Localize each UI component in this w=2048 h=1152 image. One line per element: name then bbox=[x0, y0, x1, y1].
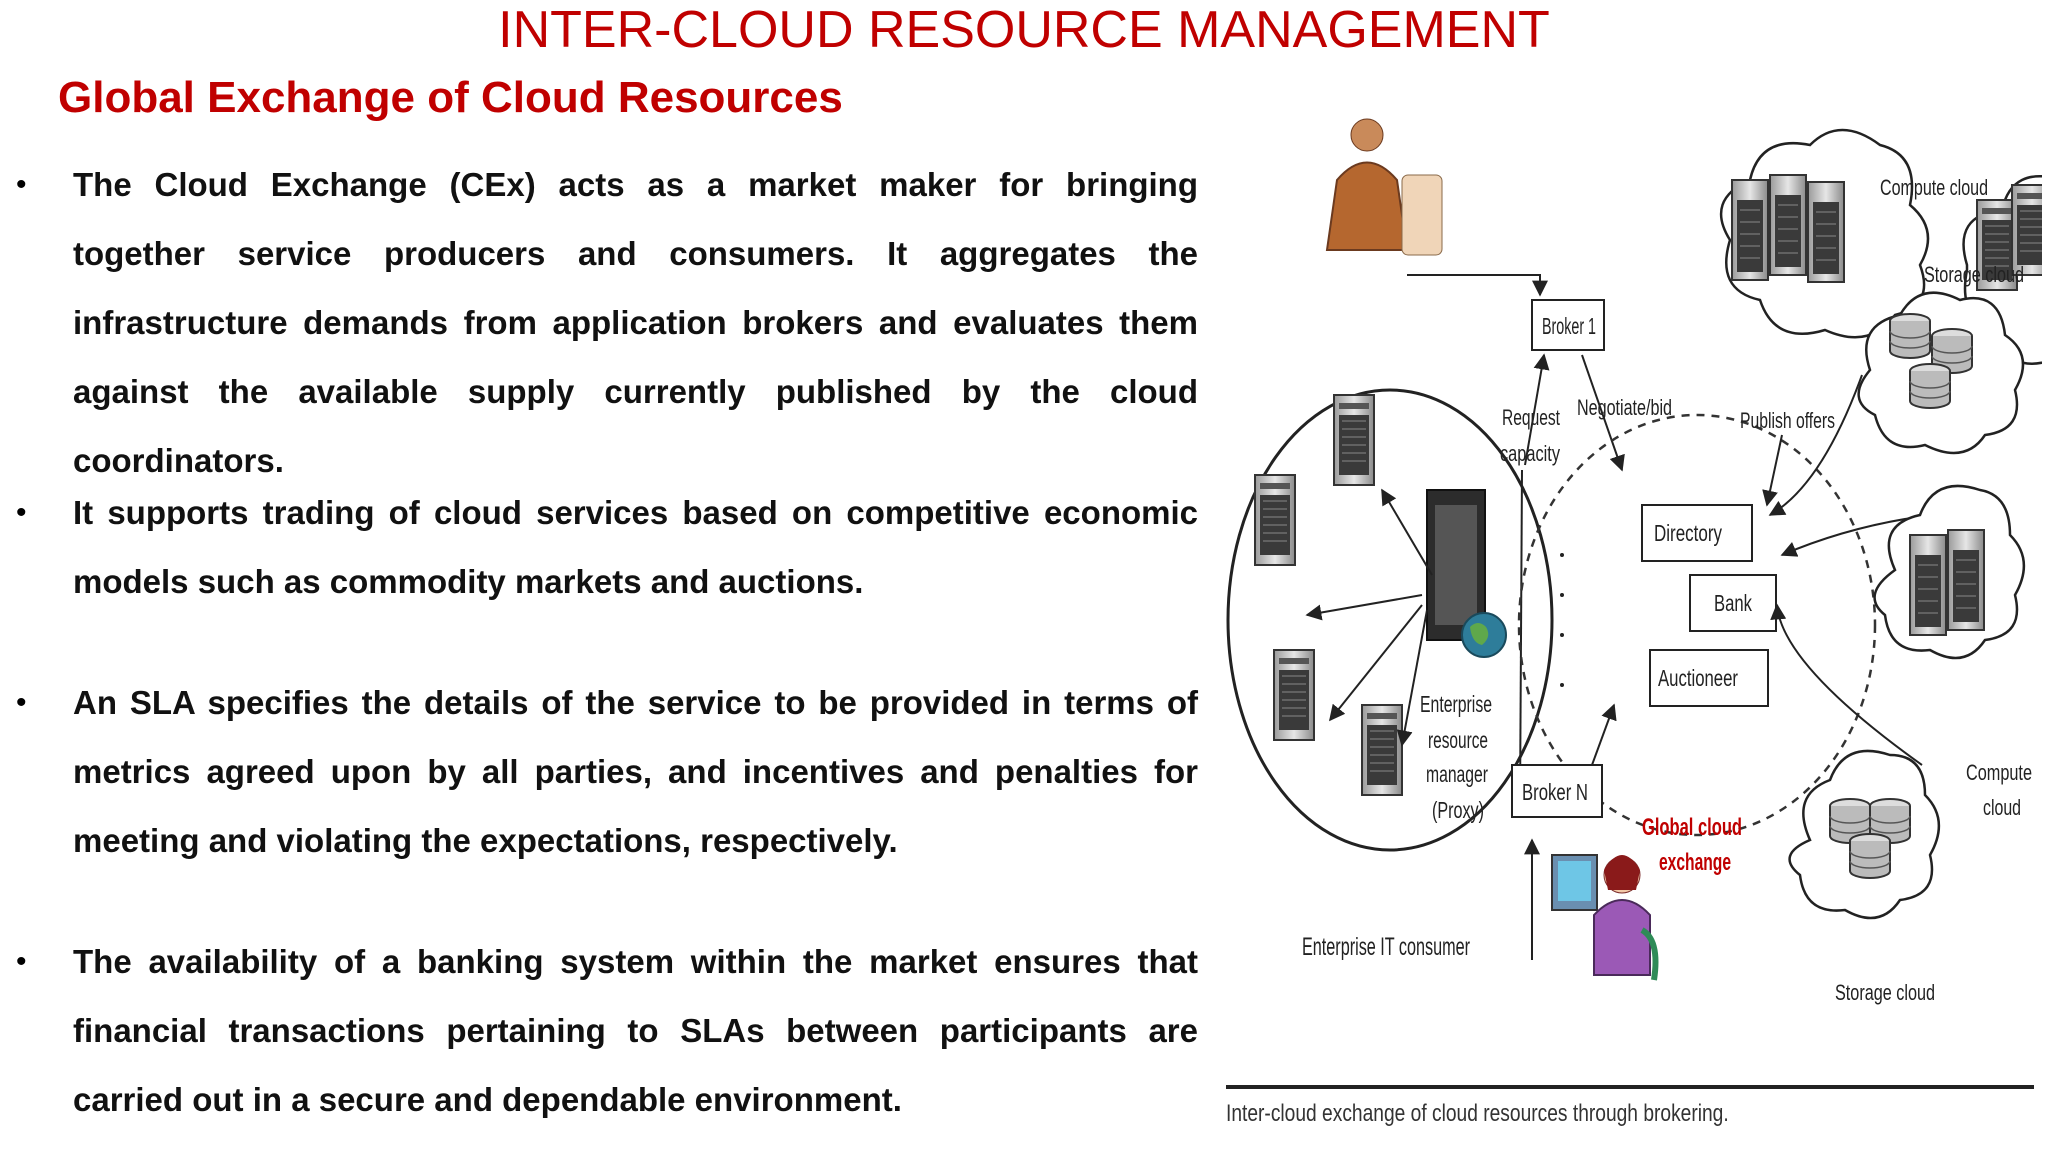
global-cloud-label-1: Global cloud bbox=[1642, 814, 1742, 841]
bullet-text: The availability of a banking system wit… bbox=[73, 943, 1198, 1118]
businessman-icon bbox=[1325, 118, 1443, 256]
bullet-dot: • bbox=[16, 496, 27, 529]
compute-cloud-right-label-2: cloud bbox=[1983, 795, 2021, 820]
bullet-text: An SLA specifies the details of the serv… bbox=[73, 684, 1198, 859]
erm-label-2: resource bbox=[1428, 727, 1488, 753]
erm-label-3: manager bbox=[1426, 761, 1488, 787]
storage-drum-icon bbox=[1909, 363, 1951, 409]
bullet-dot: • bbox=[16, 945, 27, 978]
bank-label: Bank bbox=[1714, 590, 1752, 616]
server-icon bbox=[1807, 181, 1845, 283]
publish-offers-label: Publish offers bbox=[1740, 408, 1835, 433]
server-icon bbox=[1254, 474, 1296, 566]
inter-cloud-diagram: Enterprise resource manager (Proxy) Ente… bbox=[1226, 118, 2042, 981]
storage-drum-icon bbox=[1849, 833, 1891, 879]
enterprise-it-consumer-label: Enterprise IT consumer bbox=[1302, 933, 1470, 961]
broker-n-label: Broker N bbox=[1522, 779, 1588, 805]
server-icon bbox=[1731, 179, 1769, 281]
server-icon bbox=[1273, 649, 1315, 741]
bullet-text: It supports trading of cloud services ba… bbox=[73, 494, 1198, 600]
enterprise-boundary bbox=[1226, 388, 1554, 852]
user-at-computer-icon bbox=[1551, 854, 1659, 981]
erm-label-4: (Proxy) bbox=[1432, 797, 1484, 823]
compute-cloud-right-label-1: Compute bbox=[1966, 760, 2032, 785]
capacity-label: capacity bbox=[1500, 441, 1560, 466]
slide-title: INTER-CLOUD RESOURCE MANAGEMENT bbox=[498, 1, 1550, 59]
bullet-dot: • bbox=[16, 686, 27, 719]
server-icon bbox=[1909, 534, 1947, 636]
broker-1-label: Broker 1 bbox=[1542, 313, 1596, 339]
server-icon bbox=[1947, 529, 1985, 631]
bullet-text: The Cloud Exchange (CEx) acts as a marke… bbox=[73, 166, 1198, 479]
negotiate-bid-label: Negotiate/bid bbox=[1577, 395, 1672, 420]
auctioneer-label: Auctioneer bbox=[1658, 665, 1738, 691]
compute-cloud-top-label: Compute cloud bbox=[1880, 175, 1988, 200]
server-icon bbox=[1769, 174, 1807, 276]
storage-cloud-bottom-label: Storage cloud bbox=[1835, 980, 1935, 1005]
proxy-server-icon bbox=[1426, 489, 1507, 658]
figure-caption: Inter-cloud exchange of cloud resources … bbox=[1226, 1100, 1729, 1127]
server-icon bbox=[1333, 394, 1375, 486]
slide-subtitle: Global Exchange of Cloud Resources bbox=[58, 73, 843, 122]
storage-cloud-top-label: Storage cloud bbox=[1924, 262, 2024, 287]
erm-label-1: Enterprise bbox=[1420, 691, 1492, 717]
caption-rule bbox=[1226, 1085, 2034, 1089]
provider-clouds: Compute cloud Storage cloud Compute clou… bbox=[1719, 128, 2032, 1005]
global-cloud-label-2: exchange bbox=[1659, 849, 1731, 876]
directory-label: Directory bbox=[1654, 520, 1722, 546]
server-icon bbox=[1361, 704, 1403, 796]
storage-drum-icon bbox=[1889, 313, 1931, 359]
bullet-dot: • bbox=[16, 168, 27, 201]
global-cloud-exchange-boundary bbox=[1517, 413, 1877, 837]
